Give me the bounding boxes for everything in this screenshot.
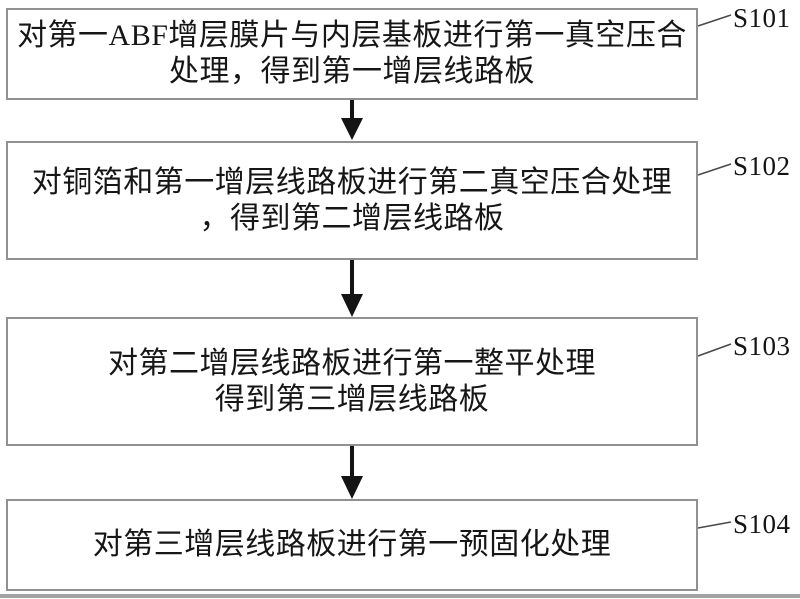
label-leader-line-s103: [697, 343, 732, 357]
step-label-s102: S102: [733, 151, 791, 181]
step-box-s102: 对铜箔和第一增层线路板进行第二真空压合处理 ，得到第二增层线路板: [6, 141, 698, 260]
label-leader-line-s101: [697, 14, 732, 27]
step-text-s102: 对铜箔和第一增层线路板进行第二真空压合处理 ，得到第二增层线路板: [31, 165, 673, 235]
scan-edge-artifact: [0, 594, 800, 598]
step-text-s104: 对第三增层线路板进行第一预固化处理: [92, 528, 612, 561]
step-text-s101: 对第一ABF增层膜片与内层基板进行第一真空压合 处理，得到第一增层线路板: [17, 19, 687, 88]
down-arrow-icon: [341, 100, 363, 140]
label-leader-line-s102: [697, 163, 732, 176]
down-arrow-icon: [341, 445, 363, 499]
step-text-s103: 对第二增层线路板进行第一整平处理 得到第三增层线路板: [108, 346, 596, 416]
label-leader-line-s104: [697, 521, 732, 529]
down-arrow-icon: [341, 259, 363, 317]
step-label-s103: S103: [733, 331, 791, 361]
step-box-s103: 对第二增层线路板进行第一整平处理 得到第三增层线路板: [6, 317, 698, 446]
step-box-s104: 对第三增层线路板进行第一预固化处理: [6, 499, 698, 591]
step-label-s104: S104: [733, 509, 791, 539]
step-label-s101: S101: [733, 3, 791, 33]
step-box-s101: 对第一ABF增层膜片与内层基板进行第一真空压合 处理，得到第一增层线路板: [6, 8, 698, 100]
